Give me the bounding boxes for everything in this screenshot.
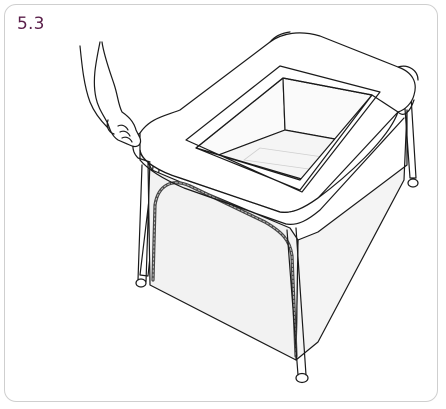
front-legs (135, 159, 309, 384)
front-mesh-panel (147, 161, 299, 361)
step-number: 5.3 (17, 14, 45, 34)
hand-pressing-rail (79, 41, 142, 148)
zipper (151, 181, 298, 358)
